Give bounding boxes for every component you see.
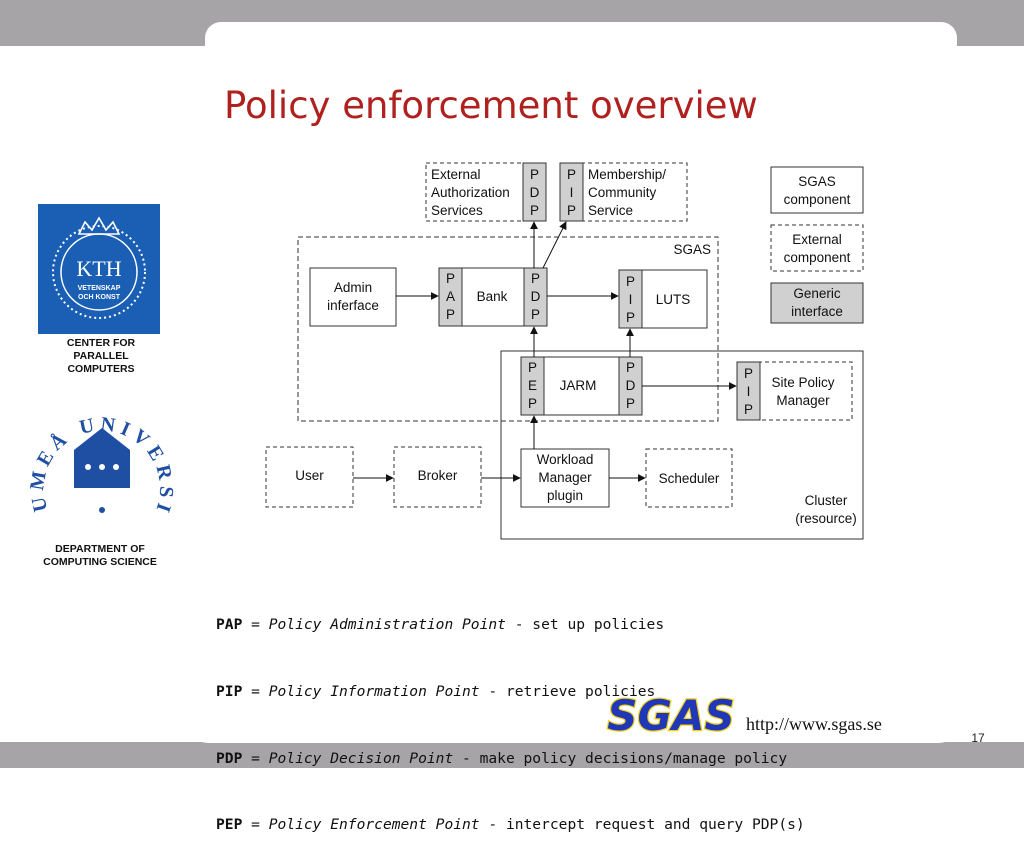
membership-line-1: Membership/ (588, 167, 666, 182)
broker-label: Broker (418, 468, 458, 483)
svg-text:I: I (629, 292, 633, 307)
svg-text:I: I (570, 185, 574, 200)
svg-text:E: E (528, 378, 537, 393)
svg-text:Manager: Manager (538, 470, 592, 485)
broker-box (393, 446, 482, 508)
svg-text:D: D (531, 289, 541, 304)
definition-pip: PIP = Policy Information Point - retriev… (216, 683, 656, 701)
definition-pdp: PDP = Policy Decision Point - make polic… (216, 749, 788, 767)
membership-line-2: Community (588, 185, 657, 200)
svg-text:P: P (530, 203, 539, 218)
svg-text:P: P (626, 310, 635, 325)
bank-pap (438, 267, 463, 327)
svg-text:Admin: Admin (334, 280, 372, 295)
legend-sgas-component (770, 166, 864, 214)
svg-text:P: P (567, 203, 576, 218)
arrow-bank-to-membership (542, 221, 567, 269)
svg-text:P: P (528, 396, 537, 411)
legend-external-component (770, 224, 864, 272)
page-number: 17 (971, 731, 985, 745)
definition-pap: PAP = Policy Administration Point - set … (216, 616, 665, 634)
cluster-label-1: Cluster (805, 493, 848, 508)
definition-pep: PEP = Policy Enforcement Point - interce… (216, 816, 805, 834)
ext-auth-line-3: Services (431, 203, 483, 218)
sgas-label: SGAS (673, 242, 711, 257)
sgas-logo-text: SGAS (607, 691, 734, 740)
svg-text:P: P (626, 274, 635, 289)
svg-text:component: component (784, 192, 851, 207)
admin-interface-box (309, 267, 397, 327)
svg-text:P: P (531, 271, 540, 286)
bank-pdp (523, 267, 548, 327)
svg-text:A: A (446, 289, 455, 304)
luts-pip (618, 269, 643, 329)
jarm-label: JARM (560, 378, 597, 393)
kth-logo-text: KTH (76, 256, 121, 281)
svg-text:P: P (744, 402, 753, 417)
site-policy-pip (736, 361, 761, 421)
membership-pip (559, 162, 584, 222)
architecture-diagram: SGAS Cluster (resource) External Authori… (265, 162, 864, 540)
sgas-container (297, 236, 719, 422)
svg-text:P: P (626, 360, 635, 375)
svg-text:D: D (626, 378, 636, 393)
svg-text:plugin: plugin (547, 488, 583, 503)
scheduler-box (645, 448, 733, 508)
svg-text:inferface: inferface (327, 298, 379, 313)
cluster-label-2: (resource) (795, 511, 857, 526)
slide-top-tab (205, 22, 957, 62)
svg-text:P: P (530, 167, 539, 182)
luts-label: LUTS (656, 292, 691, 307)
department-caption: DEPARTMENT OF COMPUTING SCIENCE (43, 543, 157, 568)
slide-bottom-tab (190, 700, 957, 743)
svg-text:interface: interface (791, 304, 843, 319)
svg-text:P: P (567, 167, 576, 182)
slide-body (0, 46, 1024, 742)
svg-text:Manager: Manager (776, 393, 830, 408)
svg-text:P: P (531, 307, 540, 322)
kth-logo-subtext-2: OCH KONST (78, 294, 121, 301)
workload-manager-box (520, 448, 610, 508)
svg-text:Site Policy: Site Policy (771, 375, 834, 390)
svg-text:P: P (626, 396, 635, 411)
ext-auth-line-1: External (431, 167, 481, 182)
svg-text:Generic: Generic (793, 286, 841, 301)
svg-text:I: I (747, 384, 751, 399)
ext-auth-pdp (522, 162, 547, 222)
svg-text:component: component (784, 250, 851, 265)
scheduler-label: Scheduler (659, 471, 720, 486)
svg-text:P: P (528, 360, 537, 375)
svg-text:SGAS: SGAS (798, 174, 836, 189)
svg-text:D: D (530, 185, 540, 200)
cluster-container (500, 350, 864, 540)
svg-text:External: External (792, 232, 842, 247)
legend-generic-interface (770, 282, 864, 324)
bank-label: Bank (477, 289, 508, 304)
svg-text:P: P (446, 307, 455, 322)
sgas-logo: SGAS (606, 690, 736, 742)
ext-auth-line-2: Authorization (431, 185, 510, 200)
svg-text:P: P (744, 366, 753, 381)
user-box (265, 446, 354, 508)
svg-text:P: P (446, 271, 455, 286)
svg-text:Workload: Workload (537, 452, 594, 467)
pdc-caption: CENTER FOR PARALLEL COMPUTERS (66, 337, 136, 375)
membership-line-3: Service (588, 203, 633, 218)
jarm-pep (520, 356, 545, 416)
page-title: Policy enforcement overview (224, 84, 758, 127)
kth-logo-subtext-1: VETENSKAP (78, 285, 121, 292)
user-label: User (295, 468, 324, 483)
kth-logo: KTH VETENSKAP OCH KONST (38, 204, 160, 334)
umea-university-logo: UMEÅ UNIVERSITET (28, 392, 172, 519)
sgas-url[interactable]: http://www.sgas.se (746, 714, 882, 734)
